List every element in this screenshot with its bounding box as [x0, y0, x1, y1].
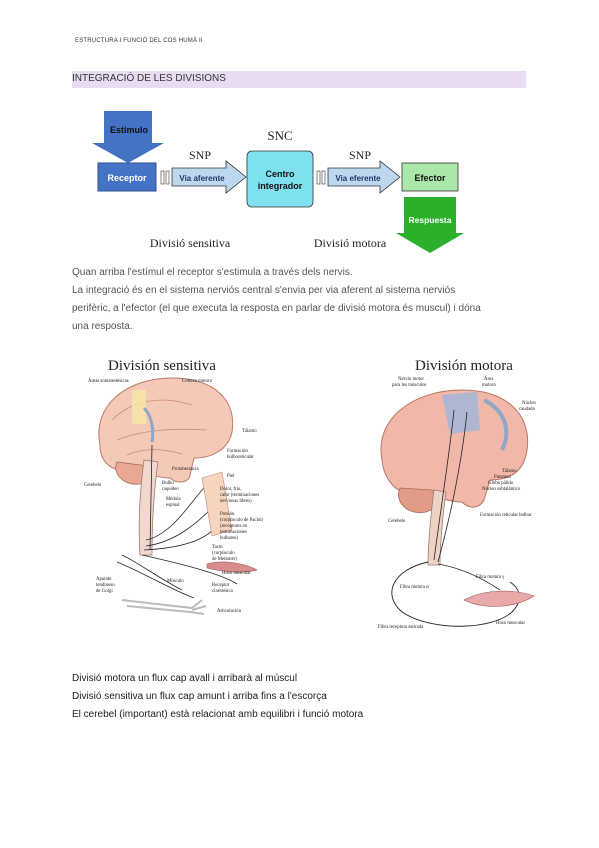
label-huso-motor: Huso muscular [496, 621, 525, 626]
section-highlight-bar [72, 71, 526, 88]
label-nucleo-1: Núcleo [522, 401, 536, 406]
label-cerebelo: Cerebelo [84, 483, 102, 488]
label-area-1: Área [484, 376, 494, 382]
estimulo-arrow [92, 111, 164, 163]
label-presion-4: terminaciones [220, 530, 247, 535]
motor-spinal-cord [427, 489, 447, 566]
flow-captions: Divisió sensitiva Divisió motora [150, 236, 387, 250]
flow-diagram: Estimulo Receptor Via aferente SNP SNC C… [92, 111, 464, 253]
label-formacion: Formación reticular bulbar [480, 513, 532, 518]
estimulo-label: Estimulo [110, 125, 149, 135]
label-presion-1: Presión [220, 512, 235, 517]
receptor-label: Receptor [107, 173, 147, 183]
via-aferente-arrow [171, 160, 247, 194]
label-nervio-1: Nervio motor [398, 377, 424, 382]
sensory-spinal-cord [138, 459, 159, 556]
via-aferente-label: Via aferente [179, 174, 225, 183]
label-nervio-2: para los músculos [392, 383, 427, 388]
efector-box [401, 162, 459, 192]
label-presion-2: (corpúsculo de Pacini) [220, 518, 264, 523]
label-receptor-2: cinestésico [212, 589, 234, 594]
intro-line-4: una resposta. [72, 321, 133, 332]
efector-label: Efector [414, 173, 446, 183]
label-talamo: Tálamo [502, 469, 517, 474]
intro-line-3: perifèric, a l'efector (el que executa l… [72, 303, 481, 314]
note-line-2: Divisió sensitiva un flux cap amunt i ar… [72, 691, 327, 702]
label-dolor-3: nerviosas libres) [220, 499, 252, 504]
snp-left-label: SNP [189, 148, 211, 162]
division-sensitiva-caption: Divisió sensitiva [150, 236, 231, 250]
centro-label-1: Centro [266, 169, 296, 179]
sensory-hand-bones [121, 599, 207, 615]
label-protuberancia: Protuberancia [172, 467, 200, 472]
label-area-2: motora [482, 383, 496, 388]
sensory-muscle [206, 561, 258, 573]
label-fibra-a: Fibra motora α [400, 585, 429, 590]
motor-muscle-spindle [463, 590, 535, 607]
motor-area-highlight [442, 392, 480, 434]
intro-paragraph: Quan arriba l'estímul el receptor s'esti… [72, 264, 532, 336]
intro-line-1: Quan arriba l'estímul el receptor s'esti… [72, 267, 353, 278]
label-putamen: Putamen [494, 475, 511, 480]
label-dolor-2: calor (terminaciones [220, 493, 259, 498]
label-cerebelo: Cerebelo [388, 519, 406, 524]
label-somato: Áreas somatestésicas [88, 378, 129, 384]
section-title: INTEGRACIÓ DE LES DIVISIONS [72, 73, 226, 84]
intro-line-2: La integració és en el sistema nerviós c… [72, 285, 456, 296]
label-bulbo-2: raquídeo [162, 487, 179, 492]
label-corteza: Corteza motora [182, 379, 213, 384]
notes-block: Divisió motora un flux cap avall i arrib… [72, 670, 532, 724]
snp-right-label: SNP [349, 148, 371, 162]
motor-figure-title: División motora [415, 358, 513, 374]
running-header: ESTRUCTURA I FUNCIÓ DEL COS HUMÀ II [75, 38, 203, 44]
label-fibra-g: Fibra motora γ [476, 575, 505, 580]
label-presion-3: (receptores en [220, 524, 248, 529]
label-talamo: Tálamo [242, 429, 257, 434]
receptor-box [97, 162, 157, 192]
label-musculo: Músculo [167, 579, 184, 584]
label-aparato-1: Aparato [96, 577, 112, 582]
division-motora-caption: Divisió motora [314, 236, 387, 250]
label-dolor-1: Dolor, frío, [220, 487, 242, 492]
sensory-division-figure: División sensitiva Áreas somatestésicas … [84, 358, 264, 615]
sensory-figure-title: División sensitiva [108, 358, 216, 374]
note-line-3: El cerebel (important) està relacionat a… [72, 709, 364, 720]
label-tacto-1: Tacto [212, 545, 223, 550]
label-piel: Piel [227, 474, 235, 479]
via-eferente-arrow [327, 160, 401, 194]
respuesta-arrow [396, 197, 464, 253]
label-nucleo-2: caudado [519, 407, 536, 412]
motor-cerebellum [398, 487, 438, 514]
sensory-skin-strip [201, 471, 233, 537]
centro-label-2: integrador [258, 181, 303, 191]
label-medula-2: espinal [166, 503, 180, 508]
label-presion-5: bulbares) [220, 536, 238, 541]
note-line-1: Divisió motora un flux cap avall i arrib… [72, 673, 298, 684]
label-medula-1: Médula [166, 497, 182, 502]
label-fibra-r: Fibra receptora estirada [378, 625, 424, 630]
label-tacto-3: de Meissner) [212, 557, 237, 562]
label-receptor-1: Receptor [212, 583, 230, 588]
label-aparato-2: tendinoso [96, 583, 115, 588]
respuesta-label: Respuesta [409, 215, 452, 225]
via-eferente-label: Via eferente [335, 174, 381, 183]
label-formacion-1: Formación [227, 449, 248, 454]
label-formacion-2: bulboreticular [227, 455, 254, 460]
label-articulacion: Articulación [217, 609, 242, 614]
label-tacto-2: (corpúsculo [212, 551, 235, 556]
label-globo: Globo pálido [488, 481, 514, 486]
label-bulbo-1: Bulbo [162, 481, 174, 486]
centro-integrador-box [246, 150, 314, 208]
label-aparato-3: de Golgi [96, 589, 113, 594]
label-huso: Huso muscular [222, 571, 251, 576]
label-subtalamico: Núcleo subtalámico [482, 487, 521, 492]
motor-division-figure: División motora Nervio motor para los mú… [378, 358, 536, 630]
snc-label: SNC [267, 128, 292, 143]
